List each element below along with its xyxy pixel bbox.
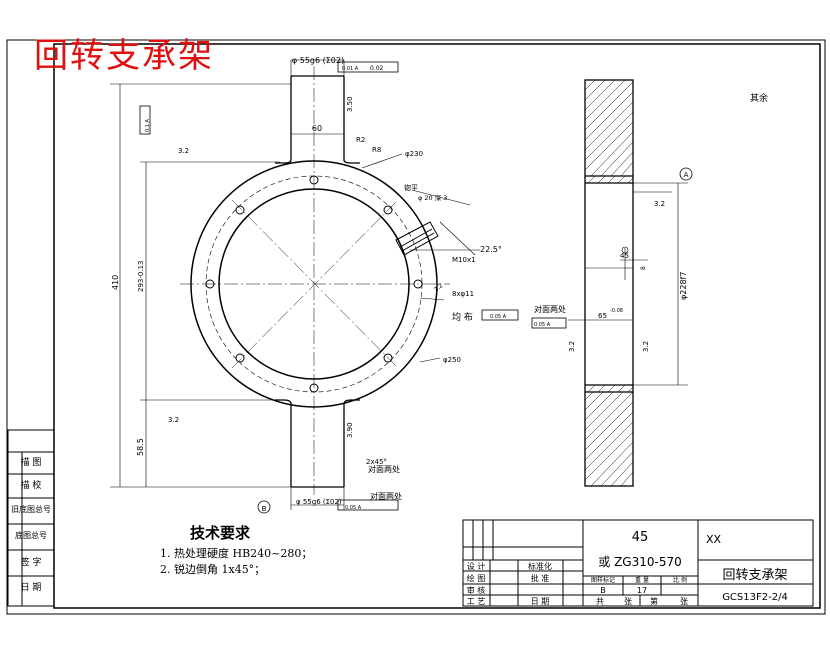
sidebar-label: 旧底图总号	[11, 504, 51, 514]
company: XX	[706, 533, 722, 546]
left-sidebar	[7, 429, 55, 607]
tech-requirement-item: 1. 热处理硬度 HB240~280；	[160, 547, 313, 560]
row-mid: 批 准	[531, 573, 550, 583]
both-sides: 对面两处	[368, 464, 400, 474]
sidebar-label: 日 期	[21, 582, 42, 593]
sheet-no: 第	[650, 596, 658, 606]
tech-requirement-item: 2. 锐边倒角 1x45°；	[160, 563, 266, 576]
sidebar-label: 底图总号	[15, 530, 47, 540]
dim-bore: φ250	[443, 356, 461, 364]
header-cell: 比 例	[673, 576, 687, 584]
sheet-unit: 张	[624, 597, 632, 606]
dim-bolt-count: 8xφ11	[452, 290, 474, 298]
side-both-sides: 对面两处	[534, 304, 566, 314]
row-left: 审 核	[467, 585, 486, 595]
material-line2: 或 ZG310-570	[598, 555, 681, 569]
title-block	[462, 519, 814, 607]
chamfer-note: 2x45°	[366, 458, 387, 466]
datum-a: A	[684, 171, 689, 179]
sidebar-label: 描 图	[21, 456, 42, 468]
dim-bottom-shaft: φ 55g6 (Σ02)	[296, 498, 342, 506]
drawing-no: GCS13F2-2/4	[722, 592, 788, 603]
dim-65-tol: -0.08	[610, 308, 623, 314]
dim-small-h: 45	[620, 252, 629, 260]
side-hatching	[584, 79, 634, 487]
drawing-title: 回转支承架	[34, 36, 214, 76]
hole-note: 锪平	[404, 183, 418, 192]
dim-thread: M10x1	[452, 256, 476, 264]
r-side: 3.2	[642, 341, 650, 352]
datum-b: B	[262, 505, 267, 513]
dim-bore-diam: φ228f7	[679, 272, 688, 300]
part-name: 回转支承架	[722, 568, 787, 583]
dim-overall-height: 410	[111, 275, 120, 290]
side-dimensions	[568, 182, 688, 386]
dim-lower: 58.5	[136, 438, 145, 456]
sheet-unit-2: 张	[680, 597, 688, 606]
dim-shaft-len-top: 3.50	[346, 96, 354, 112]
sidebar-label: 描 校	[21, 479, 42, 491]
roughness-left: 3.2	[168, 416, 179, 424]
row-left: 工 艺	[467, 597, 486, 606]
sidebar-label: 签 字	[21, 556, 42, 568]
tech-requirements-heading: 技术要求	[190, 524, 251, 542]
center-lines	[180, 66, 450, 495]
side-view	[584, 79, 634, 487]
dim-top-shaft: φ 55g6 (Σ02)	[292, 56, 344, 65]
inner-border	[53, 43, 821, 609]
tol-top-shaft: 0.02	[370, 65, 384, 72]
tol-right-small: 0.05 A	[534, 322, 551, 328]
dim-r8: R8	[372, 146, 381, 154]
row-mid: 日 期	[531, 597, 550, 606]
row-left: 绘 图	[467, 573, 486, 583]
dim-angle: 22.5°	[480, 245, 502, 254]
tol-left: 0.1 A	[145, 118, 151, 132]
hole-spec: φ 20 深 3	[418, 193, 447, 202]
front-dimensions	[110, 59, 480, 510]
threaded-hole	[395, 221, 439, 256]
dim-shaft-len-bottom: 3.90	[346, 422, 354, 438]
both-sides-2: 对面两处	[370, 491, 402, 501]
tol-right-top: 0.01 A	[342, 66, 359, 72]
row-left: 设 计	[467, 561, 486, 571]
header-cell: 重 量	[635, 576, 649, 584]
header-cell: 图样标记	[591, 576, 615, 584]
material-line1: 45	[632, 530, 649, 545]
tol-bottom: 0.05 A	[345, 505, 362, 511]
sheet-total: 共	[596, 597, 604, 606]
row-mid: 标准化	[528, 561, 552, 571]
tolerance-frames	[139, 61, 693, 514]
roughness-a: 3.2	[654, 200, 665, 208]
tol-mid: 0.05 A	[490, 314, 507, 320]
dim-pcd: φ230	[405, 150, 423, 158]
roughness-right: 3.2	[568, 341, 576, 352]
mark-value: B	[600, 586, 606, 595]
dim-even: 均 布	[452, 311, 473, 323]
roughness-bolt: 3.2	[433, 282, 445, 294]
dim-65: 65	[598, 312, 607, 320]
others-mark: 其余	[750, 92, 768, 104]
outer-border	[6, 39, 826, 615]
dim-center: 293-0.13	[137, 261, 145, 292]
dim-r2: R2	[356, 136, 365, 144]
weight-value: 17	[637, 586, 647, 595]
dim-width-60: 60	[312, 124, 322, 133]
dim-small-v: 8	[640, 266, 647, 270]
roughness-top: 3.2	[178, 147, 189, 155]
